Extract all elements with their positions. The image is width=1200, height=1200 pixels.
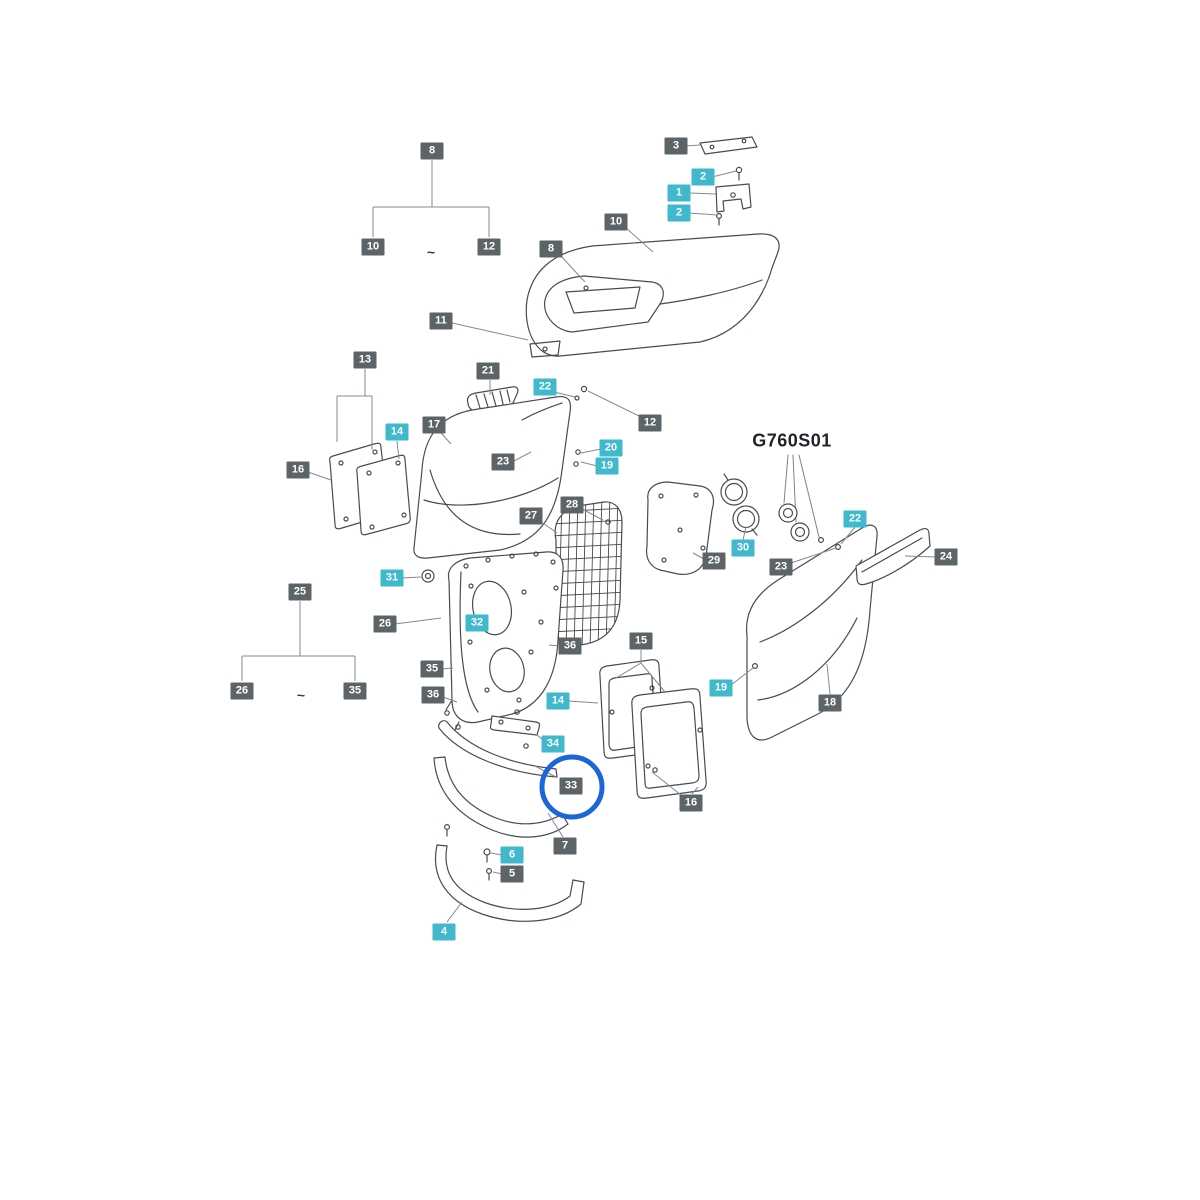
part-label-4[interactable]: 4 — [432, 923, 456, 941]
top-bracket-assembly-art — [699, 136, 758, 226]
part-label-20[interactable]: 20 — [599, 439, 623, 457]
part-label-10-b[interactable]: 10 — [361, 238, 385, 256]
g760s01-rings-art — [778, 454, 824, 543]
part-label-35-b[interactable]: 35 — [343, 682, 367, 700]
part-label-21[interactable]: 21 — [476, 362, 500, 380]
part-label-26-a[interactable]: 26 — [373, 615, 397, 633]
part-label-2-b[interactable]: 2 — [667, 204, 691, 222]
range-tilde-a: ~ — [426, 244, 436, 260]
diagram-title: G760S01 — [752, 430, 832, 451]
part-label-19-b[interactable]: 19 — [709, 679, 733, 697]
part-label-35-a[interactable]: 35 — [420, 660, 444, 678]
right-panel-art — [745, 524, 878, 741]
strip-7-art — [433, 756, 569, 838]
left-panels-art — [329, 442, 411, 536]
hood-screws-art — [574, 385, 588, 401]
part-label-2-a[interactable]: 2 — [691, 168, 715, 186]
blade-24-art — [855, 528, 931, 586]
part-label-8-a[interactable]: 8 — [420, 142, 444, 160]
part-label-14-a[interactable]: 14 — [385, 423, 409, 441]
center-grille-art — [421, 551, 564, 731]
part-label-26-b[interactable]: 26 — [230, 682, 254, 700]
headlights-art — [720, 473, 760, 536]
part-label-27[interactable]: 27 — [519, 507, 543, 525]
part-label-15[interactable]: 15 — [629, 632, 653, 650]
part-label-13[interactable]: 13 — [353, 351, 377, 369]
part-label-5[interactable]: 5 — [500, 865, 524, 883]
part-label-16-b[interactable]: 16 — [679, 794, 703, 812]
part-label-30[interactable]: 30 — [731, 539, 755, 557]
hood-top-art — [525, 233, 780, 358]
part-label-12-b[interactable]: 12 — [638, 414, 662, 432]
part-label-18[interactable]: 18 — [818, 694, 842, 712]
part-label-10-a[interactable]: 10 — [604, 213, 628, 231]
part-label-24[interactable]: 24 — [934, 548, 958, 566]
part-label-14-b[interactable]: 14 — [546, 692, 570, 710]
frames-art — [599, 659, 707, 799]
highlight-circle — [539, 754, 605, 820]
part-label-17[interactable]: 17 — [422, 416, 446, 434]
part-label-22-a[interactable]: 22 — [533, 378, 557, 396]
part-label-23-a[interactable]: 23 — [491, 453, 515, 471]
part-label-3[interactable]: 3 — [664, 137, 688, 155]
bumper-4-art — [435, 844, 585, 922]
part-label-36-a[interactable]: 36 — [558, 637, 582, 655]
part-label-23-b[interactable]: 23 — [769, 558, 793, 576]
part-label-16-a[interactable]: 16 — [286, 461, 310, 479]
part-label-12-a[interactable]: 12 — [477, 238, 501, 256]
part-label-36-b[interactable]: 36 — [421, 686, 445, 704]
part-label-34[interactable]: 34 — [541, 735, 565, 753]
part-label-28[interactable]: 28 — [560, 496, 584, 514]
part-label-7[interactable]: 7 — [553, 837, 577, 855]
part-label-33-highlighted[interactable]: 33 — [559, 777, 583, 795]
range-tilde-b: ~ — [296, 687, 306, 703]
part-label-32[interactable]: 32 — [465, 614, 489, 632]
part-label-8-b[interactable]: 8 — [539, 240, 563, 258]
part-label-31[interactable]: 31 — [380, 569, 404, 587]
part-label-11[interactable]: 11 — [429, 312, 453, 330]
part-label-1[interactable]: 1 — [667, 184, 691, 202]
part-label-25[interactable]: 25 — [288, 583, 312, 601]
part-label-19-a[interactable]: 19 — [595, 457, 619, 475]
part-label-22-b[interactable]: 22 — [843, 510, 867, 528]
part-label-6[interactable]: 6 — [500, 846, 524, 864]
part-label-29[interactable]: 29 — [702, 552, 726, 570]
